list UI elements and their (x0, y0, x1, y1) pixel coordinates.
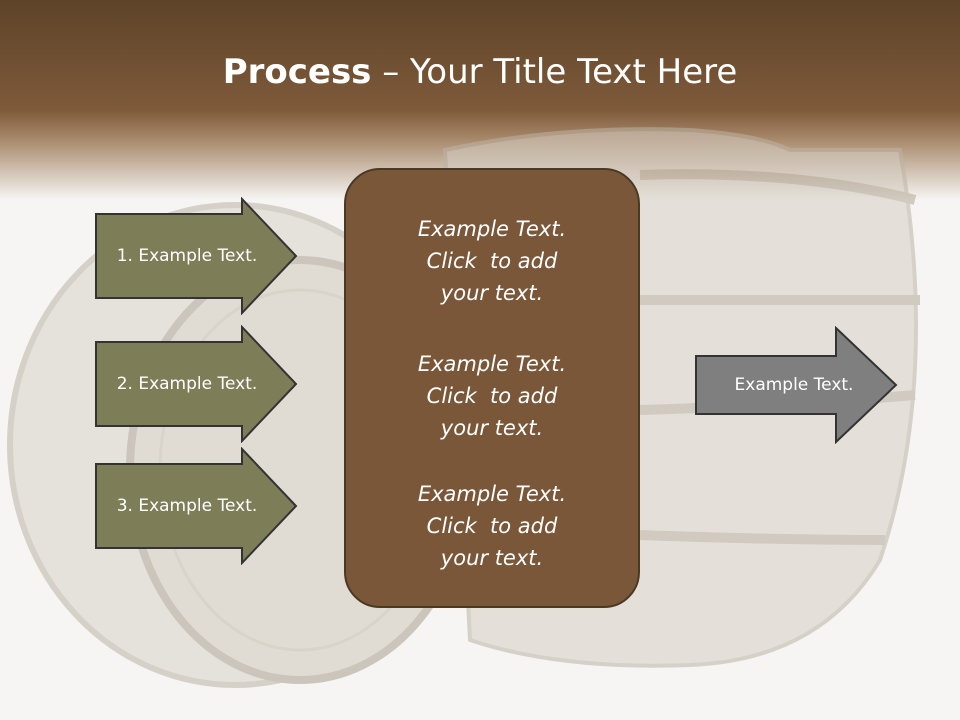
center-line: your text. (440, 546, 544, 570)
center-line: your text. (440, 281, 544, 305)
center-text-block-1[interactable]: Example Text. Click to add your text. (344, 213, 640, 309)
center-line: Example Text. (417, 352, 567, 376)
step-label-3: 3. Example Text. (116, 496, 258, 516)
center-line: Example Text. (417, 482, 567, 506)
title-rest: – Your Title Text Here (371, 52, 738, 92)
arrow-right-icon (95, 197, 298, 315)
title-bold: Process (222, 52, 372, 92)
step-arrow-1[interactable]: 1. Example Text. (94, 197, 300, 315)
result-label: Example Text. (734, 375, 854, 395)
page-title: Process – Your Title Text Here (0, 52, 960, 92)
center-line: Click to add (426, 249, 558, 273)
center-line: your text. (440, 416, 544, 440)
step-label-2: 2. Example Text. (116, 374, 258, 394)
arrow-right-icon (95, 447, 298, 565)
center-text-block-2[interactable]: Example Text. Click to add your text. (344, 348, 640, 444)
arrow-right-icon (95, 325, 298, 443)
center-content-box[interactable] (344, 168, 640, 608)
center-line: Example Text. (417, 217, 567, 241)
arrow-right-icon (695, 326, 898, 444)
result-arrow[interactable]: Example Text. (694, 326, 900, 444)
step-arrow-3[interactable]: 3. Example Text. (94, 447, 300, 565)
step-label-1: 1. Example Text. (116, 246, 258, 266)
step-arrow-2[interactable]: 2. Example Text. (94, 325, 300, 443)
center-line: Click to add (426, 514, 558, 538)
center-text-block-3[interactable]: Example Text. Click to add your text. (344, 478, 640, 574)
center-line: Click to add (426, 384, 558, 408)
